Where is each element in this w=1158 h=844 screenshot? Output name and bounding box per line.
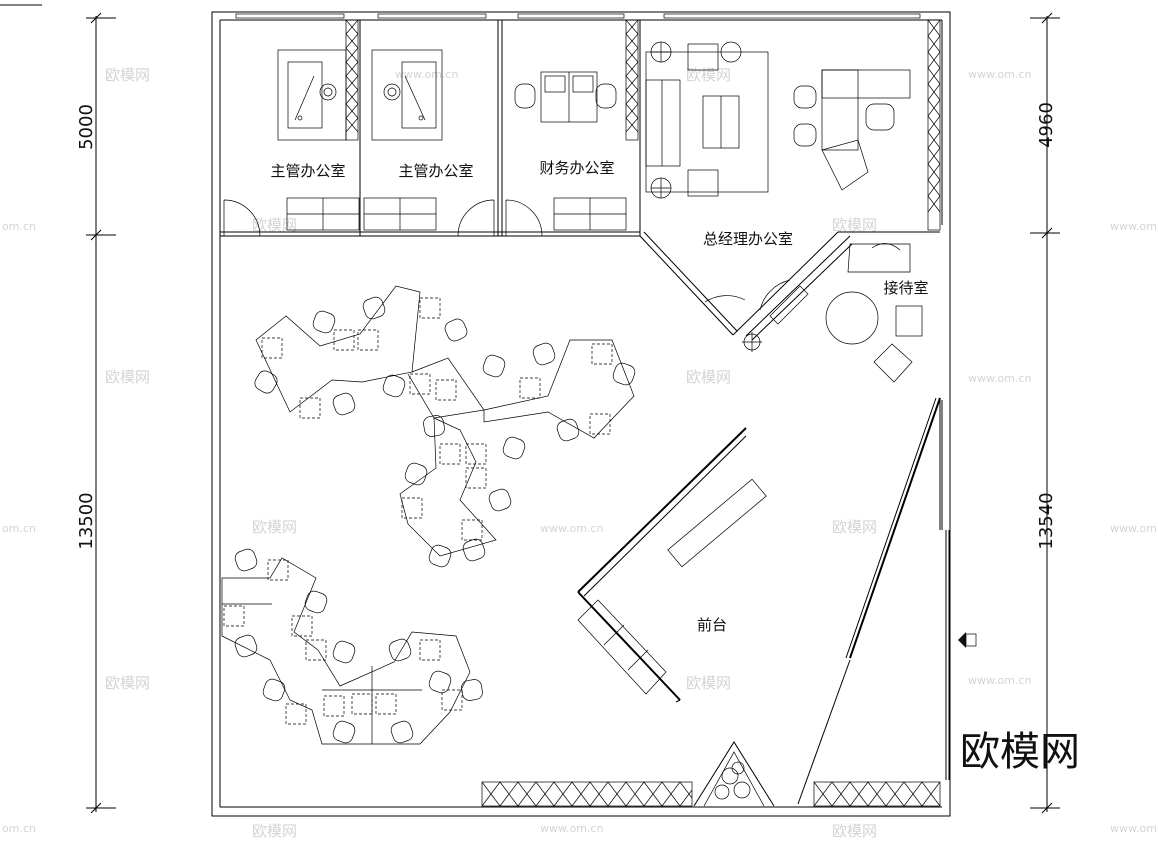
watermark-url: www.om.cn: [968, 674, 1031, 687]
watermarks: 欧模网 欧模网 欧模网 欧模网 欧模网 欧模网 欧模网 欧模网 欧模网 欧模网 …: [2, 66, 1158, 840]
gm-desk: [793, 69, 911, 191]
room-label-supervisor-2: 主管办公室: [398, 162, 473, 180]
watermark-url: www.om.cn: [968, 68, 1031, 81]
watermark-brand: 欧模网: [832, 216, 877, 234]
dimension-left: 5000 13500: [76, 12, 116, 814]
watermark-url: om.cn: [2, 822, 36, 835]
watermark-brand: 欧模网: [252, 822, 297, 840]
dimension-left-bottom: 13500: [76, 492, 97, 549]
room-label-reception: 接待室: [883, 279, 928, 297]
dimension-right: 4960 13540: [1030, 12, 1060, 814]
watermark-url: www.om.cn: [1110, 522, 1158, 535]
desk-finance: [514, 71, 617, 123]
desk-supervisor-1: [277, 49, 347, 141]
watermark-brand: 欧模网: [832, 822, 877, 840]
watermark-url: www.om.cn: [540, 522, 603, 535]
office-chairs: [234, 296, 636, 744]
watermark-url: www.om.cn: [1110, 220, 1158, 233]
watermark-brand: 欧模网: [252, 518, 297, 536]
doors: [223, 199, 791, 311]
watermark-brand: 欧模网: [252, 216, 297, 234]
workstation-cluster-2: [221, 557, 471, 745]
brand-logo: 欧模网: [960, 729, 1080, 775]
front-desk: [577, 397, 947, 805]
watermark-brand: 欧模网: [105, 368, 150, 386]
watermark-brand: 欧模网: [105, 66, 150, 84]
watermark-url: www.om.cn: [968, 372, 1031, 385]
watermark-url: om.cn: [2, 220, 36, 233]
room-label-finance: 财务办公室: [539, 159, 614, 177]
sofa-supervisor-2: [363, 197, 437, 231]
gm-lounge: [645, 41, 769, 199]
outer-walls: [211, 11, 951, 817]
watermark-url: om.cn: [2, 522, 36, 535]
bottom-planters: [481, 741, 941, 807]
watermark-brand: 欧模网: [832, 518, 877, 536]
watermark-url: www.om.cn: [395, 68, 458, 81]
watermark-url: www.om.cn: [540, 822, 603, 835]
room-label-supervisor-1: 主管办公室: [270, 162, 345, 180]
sofa-finance: [553, 197, 627, 231]
dimension-left-top: 5000: [76, 104, 97, 150]
watermark-brand: 欧模网: [686, 674, 731, 692]
windows: [235, 13, 921, 19]
dimension-right-bottom: 13540: [1036, 492, 1057, 549]
watermark-brand: 欧模网: [686, 368, 731, 386]
watermark-brand: 欧模网: [686, 66, 731, 84]
watermark-brand: 欧模网: [105, 674, 150, 692]
workstation-cluster-1: [255, 285, 635, 557]
watermark-url: www.om.cn: [1110, 822, 1158, 835]
sofa-supervisor-1: [286, 197, 360, 231]
room-label-general-manager: 总经理办公室: [703, 230, 793, 248]
reception-room: [742, 235, 923, 383]
dimension-right-top: 4960: [1036, 102, 1057, 148]
desk-supervisor-2: [371, 49, 443, 141]
room-label-front-desk: 前台: [697, 616, 727, 634]
north-arrow-icon: [958, 632, 977, 648]
